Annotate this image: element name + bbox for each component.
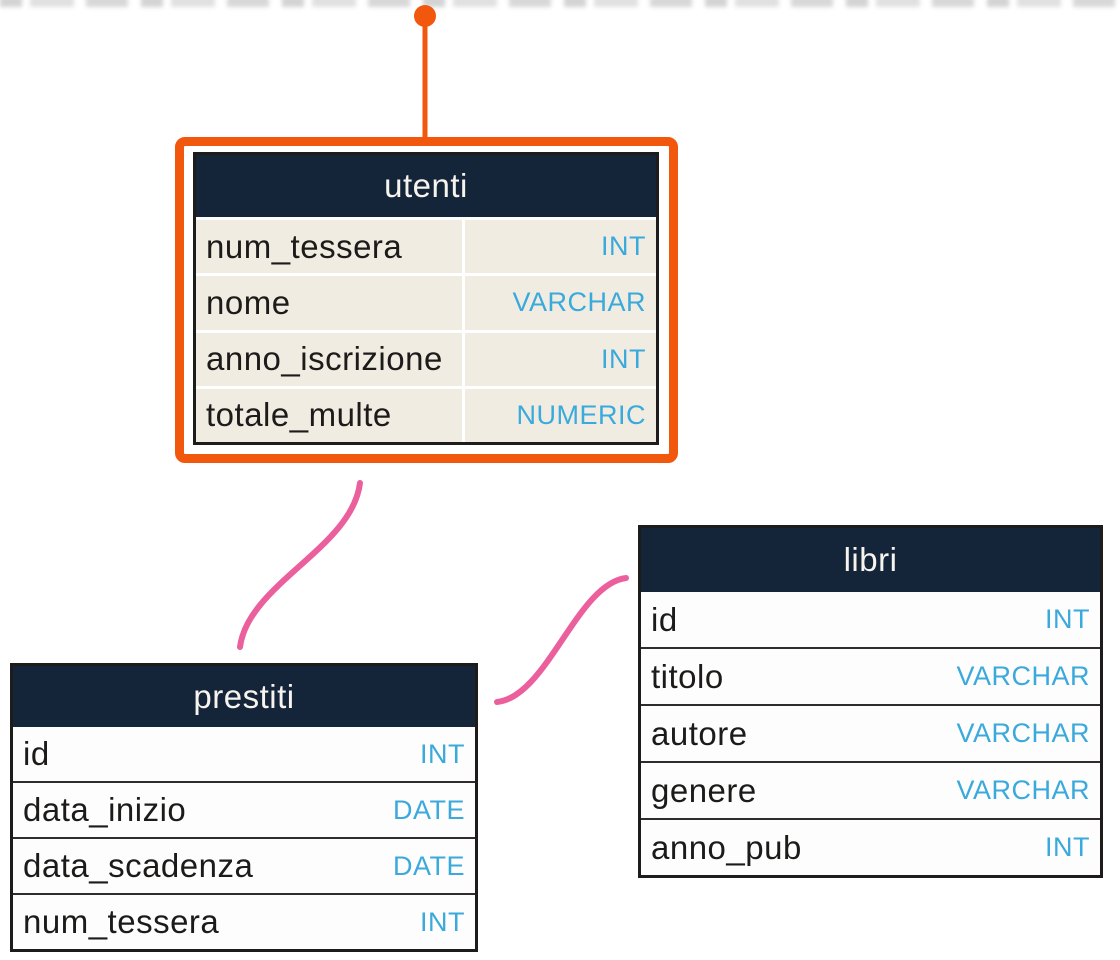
column-type: NUMERIC <box>516 399 646 430</box>
table-title-prestiti: prestiti <box>13 666 475 727</box>
column-name: titolo <box>651 657 724 695</box>
column-name: anno_iscrizione <box>206 340 443 378</box>
column-name: data_inizio <box>23 791 187 828</box>
column-type: VARCHAR <box>512 287 646 318</box>
relationship-utenti-prestiti[interactable] <box>237 480 363 650</box>
column-type: VARCHAR <box>956 775 1090 805</box>
table-row: id INT <box>13 727 475 781</box>
column-name: anno_pub <box>651 828 802 866</box>
table-title-libri: libri <box>641 528 1100 592</box>
column-type: VARCHAR <box>956 718 1090 748</box>
table-row: anno_iscrizione INT <box>196 332 656 387</box>
column-type: INT <box>1045 604 1090 634</box>
utenti-highlight-border <box>175 137 678 463</box>
table-row: data_inizio DATE <box>13 781 475 837</box>
column-name: num_tessera <box>206 227 403 265</box>
relationship-prestiti-libri[interactable] <box>494 575 629 705</box>
column-type: INT <box>1045 832 1090 862</box>
column-type: DATE <box>392 850 465 881</box>
column-name: genere <box>651 771 757 809</box>
column-type: INT <box>601 231 646 262</box>
column-name: id <box>23 735 50 772</box>
table-row: titolo VARCHAR <box>641 647 1100 704</box>
column-type: INT <box>420 906 465 937</box>
column-type: VARCHAR <box>956 661 1090 691</box>
table-row: autore VARCHAR <box>641 704 1100 761</box>
column-name: data_scadenza <box>23 847 254 884</box>
table-row: data_scadenza DATE <box>13 837 475 893</box>
column-type: INT <box>420 738 465 769</box>
table-row: num_tessera INT <box>13 893 475 949</box>
table-row: totale_multe NUMERIC <box>196 388 656 443</box>
cropped-text-remnant <box>0 0 1120 7</box>
column-name: totale_multe <box>206 396 392 434</box>
selection-anchor-dot <box>414 5 436 27</box>
table-row: genere VARCHAR <box>641 761 1100 818</box>
column-name: id <box>651 600 678 638</box>
column-name: nome <box>206 283 291 321</box>
column-type: DATE <box>392 794 465 825</box>
table-row: id INT <box>641 592 1100 647</box>
column-name: autore <box>651 714 748 752</box>
column-name: num_tessera <box>23 903 220 940</box>
table-title-utenti: utenti <box>196 155 656 217</box>
column-type: INT <box>601 343 646 374</box>
table-row: num_tessera INT <box>196 220 656 274</box>
table-row: anno_pub INT <box>641 818 1100 875</box>
table-row: nome VARCHAR <box>196 276 656 330</box>
